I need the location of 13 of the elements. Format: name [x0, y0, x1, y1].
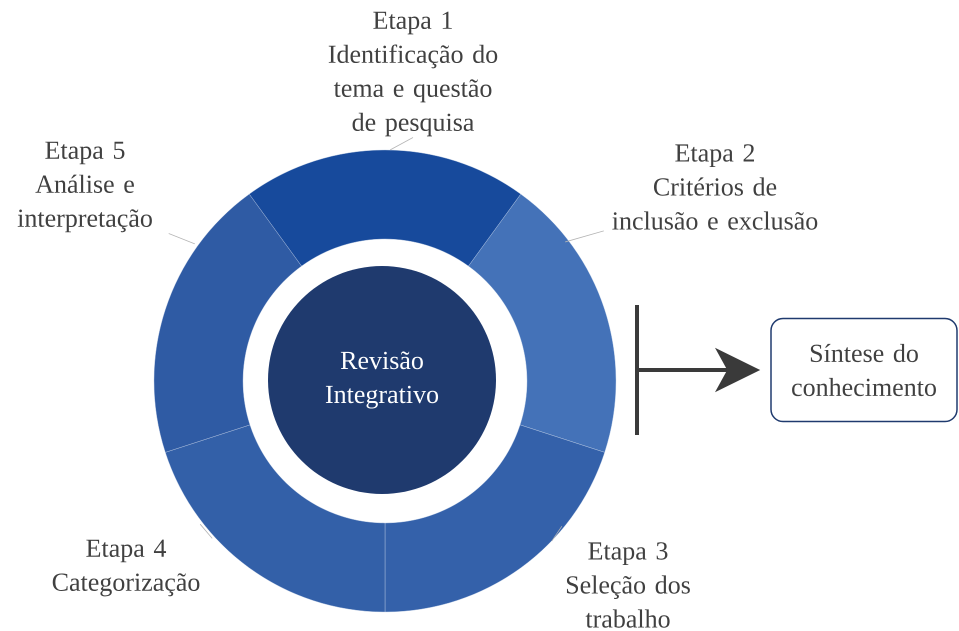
result-box: Síntese do conhecimento [770, 318, 958, 422]
leader-line [564, 230, 604, 242]
stage-label: Etapa 5 Análise e interpretação [18, 142, 152, 232]
leader-line [551, 526, 562, 542]
ring-segment [154, 194, 302, 453]
ring-segment [249, 150, 521, 266]
stage-label: Etapa 1 Identificação do tema e questão de pesquisa [328, 12, 498, 136]
stage-label: Etapa 3 Seleção dos trabalho [566, 542, 690, 628]
leader-line [168, 233, 196, 244]
stage-label: Etapa 4 Categorização [52, 540, 200, 596]
leader-line [200, 524, 213, 539]
stage-label: Etapa 2 Critérios de inclusão e exclusão [612, 144, 818, 230]
leader-line [390, 137, 414, 150]
